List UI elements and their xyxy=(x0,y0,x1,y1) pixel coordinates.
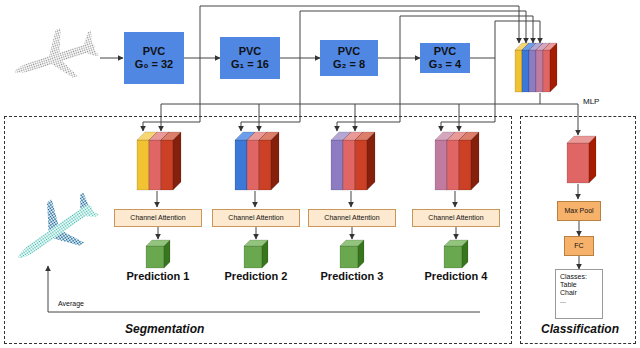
input-point-cloud xyxy=(6,20,103,95)
block-front xyxy=(543,50,550,92)
wire-label: Average xyxy=(58,300,84,308)
prediction-shape xyxy=(243,239,269,269)
block-front xyxy=(331,140,343,190)
block-side xyxy=(550,43,557,92)
node-label: Prediction 1 xyxy=(127,270,190,283)
region-title: Classification xyxy=(541,323,619,337)
segmentation-region: Segmentation Channel Attention Channel Att… xyxy=(4,116,512,344)
prediction-shape xyxy=(339,239,365,269)
node-label: Max Pool xyxy=(564,207,593,215)
node-label: PVC xyxy=(338,45,361,58)
node-label: Channel Attention xyxy=(228,214,283,222)
block-front xyxy=(522,50,529,92)
block-front xyxy=(459,140,471,190)
label-holder: Average xyxy=(58,300,84,308)
node-label: PVC xyxy=(434,45,457,58)
class-list-box: Classes: Table Chair ... xyxy=(555,269,603,319)
pvc-block: PVCG₀ = 32 xyxy=(124,32,184,84)
block-front xyxy=(515,50,522,92)
node-label: Classes: Table Chair ... xyxy=(560,273,598,305)
operation-box: FC xyxy=(564,236,594,256)
block-front xyxy=(343,140,355,190)
node-label: G₂ = 8 xyxy=(333,58,365,71)
node-label: Channel Attention xyxy=(428,214,483,222)
block-front xyxy=(161,140,173,190)
block-side xyxy=(471,132,479,190)
block-front xyxy=(259,140,271,190)
block-front xyxy=(435,140,447,190)
node-label: G₃ = 4 xyxy=(429,58,461,71)
node-label: Prediction 2 xyxy=(225,270,288,283)
prediction-shape xyxy=(443,239,469,269)
channel-attention-box: Channel Attention xyxy=(212,209,300,227)
block-front xyxy=(149,140,161,190)
channel-attention-box: Channel Attention xyxy=(308,209,396,227)
node-label: G₁ = 16 xyxy=(231,58,269,71)
wire-label: MLP xyxy=(583,97,599,106)
pvc-block: PVCG₃ = 4 xyxy=(420,43,470,73)
node-label: Channel Attention xyxy=(324,214,379,222)
node-label: Prediction 3 xyxy=(321,270,384,283)
segmented-point-cloud xyxy=(1,182,106,278)
arrow-connector xyxy=(352,227,353,239)
arrow-connector xyxy=(184,58,220,59)
block-front xyxy=(447,140,459,190)
block-front xyxy=(247,140,259,190)
block-side xyxy=(173,132,181,190)
block-side xyxy=(358,240,364,268)
arrow-connector xyxy=(378,58,420,59)
block-side xyxy=(271,132,279,190)
prediction-block: Prediction 1 xyxy=(127,239,190,283)
block-side xyxy=(367,132,375,190)
prediction-block: Prediction 3 xyxy=(321,239,384,283)
block-front xyxy=(536,50,543,92)
block-front xyxy=(146,246,164,268)
block-side xyxy=(543,43,550,92)
block-front xyxy=(355,140,367,190)
arrow-connector xyxy=(158,227,159,239)
block-front xyxy=(235,140,247,190)
node-label: PVC xyxy=(239,45,262,58)
node-label: Channel Attention xyxy=(130,214,185,222)
channel-attention-box: Channel Attention xyxy=(412,209,500,227)
block-front xyxy=(244,246,262,268)
block-side xyxy=(522,43,529,92)
prediction-block: Prediction 2 xyxy=(225,239,288,283)
channel-attention-box: Channel Attention xyxy=(114,209,202,227)
block-side xyxy=(529,43,536,92)
block-side xyxy=(536,43,543,92)
arrow-connector xyxy=(280,58,320,59)
node-label: G₀ = 32 xyxy=(135,58,173,71)
label-holder: MLP xyxy=(583,97,599,106)
block-front xyxy=(137,140,149,190)
arrow-connector xyxy=(256,227,257,239)
region-title: Segmentation xyxy=(125,323,204,337)
feature-wires xyxy=(48,6,578,312)
block-front xyxy=(340,246,358,268)
node-label: FC xyxy=(574,242,583,250)
node-label: PVC xyxy=(143,45,166,58)
arrow-connector xyxy=(579,256,580,269)
classification-region: Classification Max PoolFC Classes: Table C… xyxy=(520,116,636,344)
block-side xyxy=(462,240,468,268)
block-side xyxy=(589,136,596,183)
operation-box: Max Pool xyxy=(557,201,601,221)
arrow-connector xyxy=(579,221,580,236)
node-label: Prediction 4 xyxy=(425,270,488,283)
block-side xyxy=(164,240,170,268)
prediction-shape xyxy=(145,239,171,269)
block-front xyxy=(529,50,536,92)
prediction-block: Prediction 4 xyxy=(425,239,488,283)
pvc-block: PVCG₂ = 8 xyxy=(320,40,378,76)
block-front xyxy=(444,246,462,268)
block-side xyxy=(262,240,268,268)
pvc-block: PVCG₁ = 16 xyxy=(220,37,280,79)
arrow-connector xyxy=(456,227,457,239)
block-front xyxy=(567,143,589,183)
